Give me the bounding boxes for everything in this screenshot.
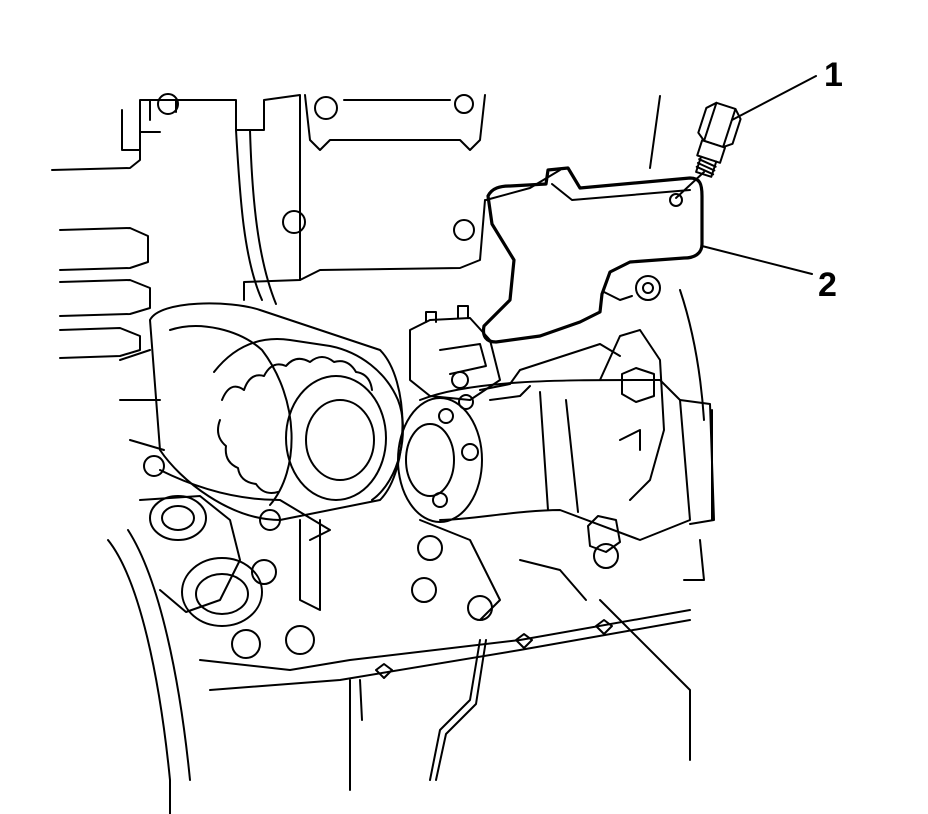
bolt: [695, 101, 742, 178]
starter-motor: [397, 329, 715, 621]
heat-shield: [481, 166, 704, 344]
bolt-axis-line: [675, 171, 705, 199]
lower-block: [107, 289, 705, 814]
callout-2-number: 2: [818, 266, 837, 304]
engine-block-left: [51, 93, 661, 359]
oil-filter: [119, 302, 404, 541]
solenoid-terminals: [409, 305, 621, 410]
callout-1-number: 1: [824, 56, 843, 94]
callout-1-leader: [731, 75, 817, 121]
callout-2-leader: [701, 245, 813, 275]
